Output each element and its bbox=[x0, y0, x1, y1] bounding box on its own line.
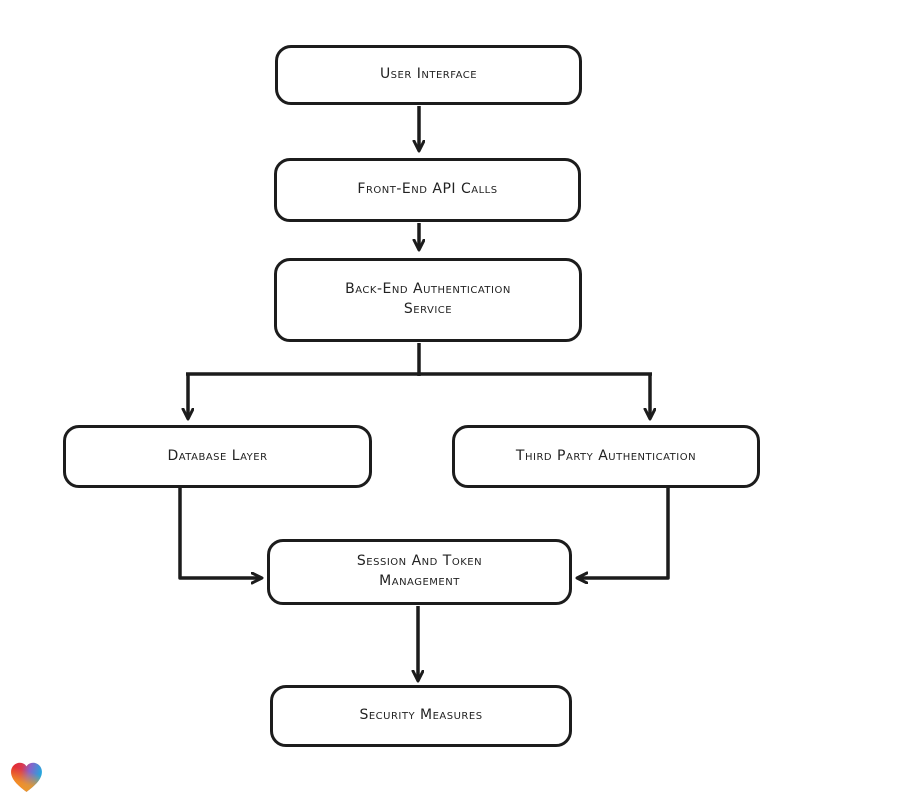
node-user-interface[interactable]: User Interface bbox=[275, 45, 582, 105]
node-label: Third Party Authentication bbox=[515, 447, 697, 464]
node-session-and-token-management[interactable]: Session And Token Management bbox=[267, 539, 572, 605]
node-front-end-api-calls[interactable]: Front-End API Calls bbox=[274, 158, 581, 222]
node-security-measures[interactable]: Security Measures bbox=[270, 685, 572, 747]
node-label: User Interface bbox=[379, 66, 478, 83]
node-label: Database Layer bbox=[167, 447, 268, 464]
node-third-party-authentication[interactable]: Third Party Authentication bbox=[452, 425, 760, 488]
node-label: Security Measures bbox=[359, 707, 483, 724]
node-label: Back-End Authentication Service bbox=[345, 281, 511, 317]
node-label: Front-End API Calls bbox=[357, 181, 498, 198]
node-database-layer[interactable]: Database Layer bbox=[63, 425, 372, 488]
edge-database-to-session bbox=[178, 488, 261, 578]
node-label: Session And Token Management bbox=[356, 553, 483, 589]
gradient-heart-icon[interactable] bbox=[8, 759, 45, 796]
edge-thirdparty-to-session bbox=[578, 488, 670, 578]
node-back-end-authentication-service[interactable]: Back-End Authentication Service bbox=[274, 258, 582, 342]
